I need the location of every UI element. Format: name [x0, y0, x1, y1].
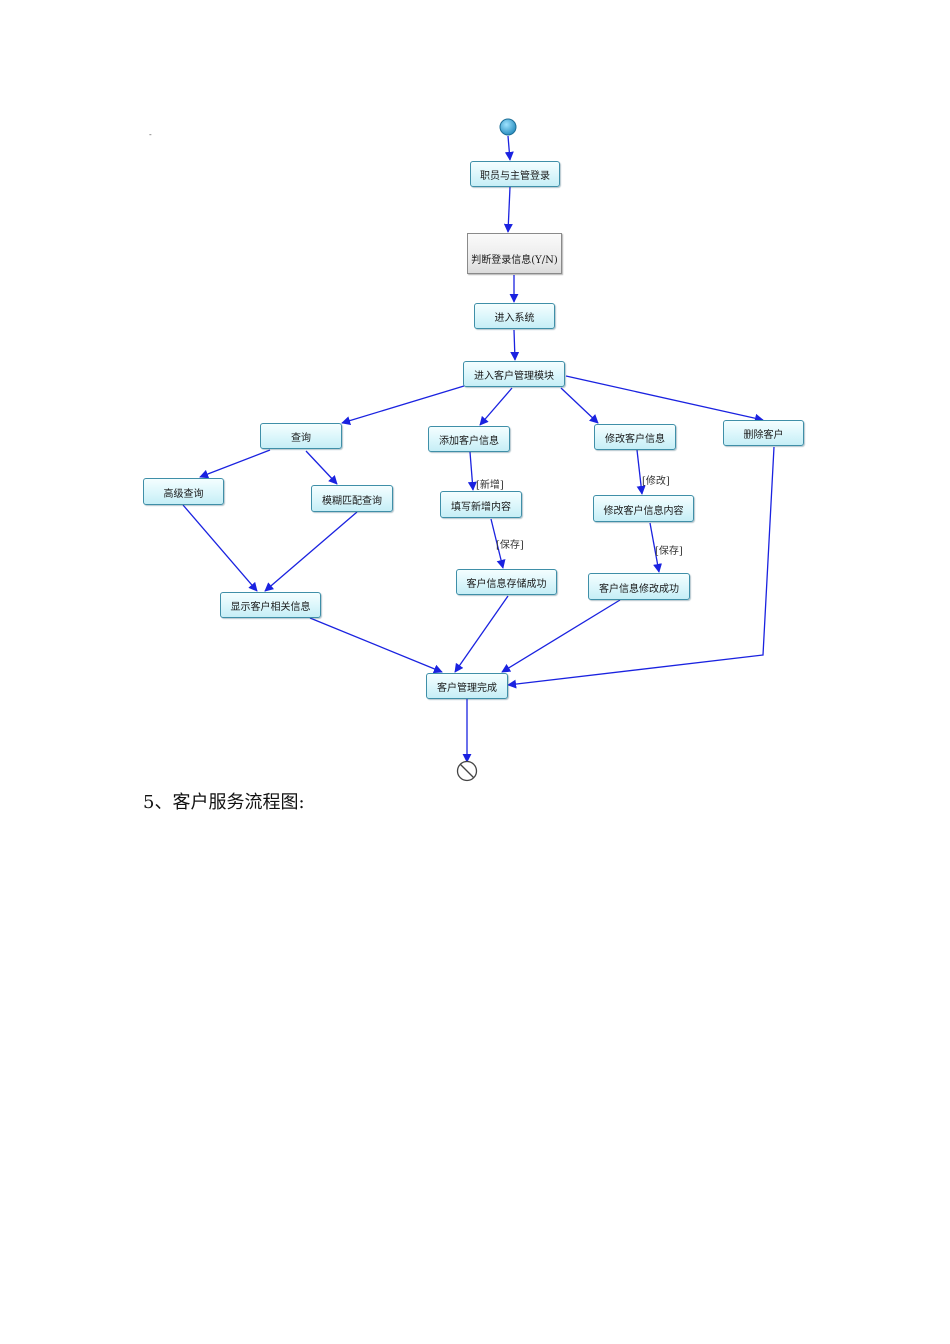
- guard-label-modify-to-modcontent: [修改]: [642, 476, 670, 487]
- node-display: 显示客户相关信息: [220, 592, 321, 618]
- edge-module-to-add: [479, 387, 513, 426]
- edge-start-to-login: [504, 135, 514, 161]
- node-label: 客户管理完成: [437, 683, 497, 694]
- edge-advanced-to-display: [182, 504, 258, 592]
- node-delete: 删除客户: [723, 420, 804, 446]
- node-add: 添加客户信息: [428, 426, 510, 452]
- node-label: 客户信息修改成功: [599, 583, 679, 595]
- node-label: 查询: [291, 433, 311, 444]
- edge-fill-to-stored: [490, 518, 506, 569]
- edge-query-to-advanced: [199, 449, 271, 479]
- node-modify: 修改客户信息: [594, 424, 676, 450]
- node-query: 查询: [260, 423, 342, 449]
- edge-module-to-query: [341, 385, 465, 425]
- node-label: 进入客户管理模块: [474, 371, 554, 382]
- edge-delete-to-done: [507, 446, 775, 689]
- node-login: 职员与主管登录: [470, 161, 560, 187]
- node-label: 修改客户信息内容: [603, 505, 684, 517]
- node-judge: 判断登录信息(Y/N): [467, 233, 562, 274]
- edge-modsuccess-to-done: [501, 599, 621, 673]
- edge-fuzzy-to-display: [264, 511, 358, 592]
- node-label: 修改客户信息: [605, 434, 665, 445]
- node-module: 进入客户管理模块: [463, 361, 565, 387]
- section-caption: 5、客户服务流程图:: [143, 792, 305, 813]
- node-label: 客户信息存储成功: [466, 579, 547, 590]
- node-label: 添加客户信息: [439, 436, 499, 447]
- node-label: 删除客户: [743, 430, 784, 441]
- guard-label-add-to-fill: [新增]: [476, 480, 504, 491]
- node-label: 判断登录信息(Y/N): [471, 254, 558, 266]
- edge-add-to-fill: [467, 451, 477, 491]
- edge-enter-to-module: [510, 329, 520, 361]
- edge-module-to-delete: [565, 375, 764, 423]
- edge-login-to-judge: [503, 186, 513, 233]
- end-node: [456, 760, 478, 782]
- edge-display-to-done: [309, 617, 443, 674]
- guard-label-modcontent-to-modsuccess: [保存]: [655, 546, 683, 557]
- guard-label-fill-to-stored: [保存]: [496, 540, 524, 551]
- node-label: 进入系统: [494, 313, 535, 324]
- node-modsuccess: 客户信息修改成功: [588, 573, 690, 600]
- node-modcontent: 修改客户信息内容: [593, 495, 694, 522]
- node-label: 职员与主管登录: [480, 171, 550, 182]
- node-fuzzy: 模糊匹配查询: [311, 485, 393, 512]
- node-stored: 客户信息存储成功: [456, 569, 557, 595]
- node-fill: 填写新增内容: [440, 491, 522, 518]
- edge-query-to-fuzzy: [305, 450, 338, 485]
- node-label: 高级查询: [163, 488, 204, 500]
- edge-module-to-modify: [560, 387, 599, 424]
- node-advanced: 高级查询: [143, 478, 224, 505]
- node-label: 填写新增内容: [451, 501, 511, 513]
- node-label: 模糊匹配查询: [322, 495, 382, 507]
- stray-mark: -: [149, 130, 152, 139]
- edge-modify-to-modcontent: [636, 449, 646, 495]
- start-node: [499, 118, 517, 136]
- node-enter: 进入系统: [474, 303, 555, 329]
- edge-modcontent-to-modsuccess: [649, 522, 662, 573]
- edge-stored-to-done: [454, 595, 509, 673]
- node-done: 客户管理完成: [426, 673, 508, 699]
- node-label: 显示客户相关信息: [230, 602, 311, 613]
